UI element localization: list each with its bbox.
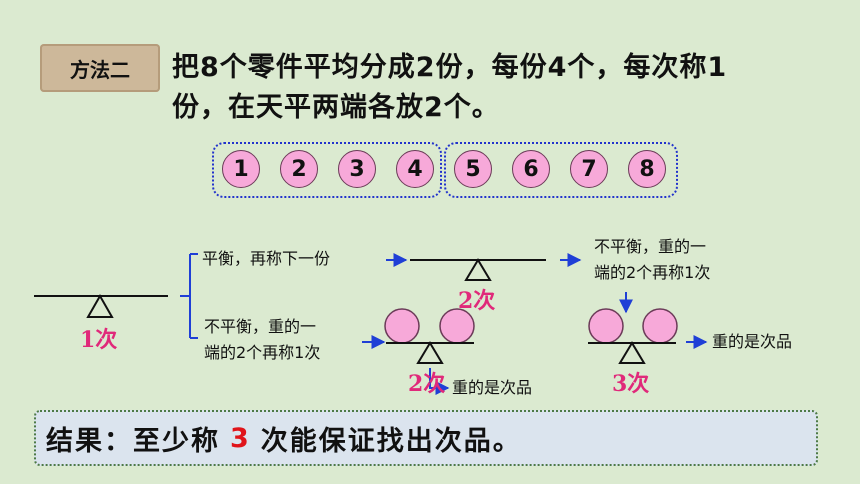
scale-second-bottom	[384, 308, 475, 364]
part-4: 4	[396, 150, 434, 188]
part-8: 8	[628, 150, 666, 188]
problem-line-1: 把8个零件平均分成2份，每份4个，每次称1	[172, 52, 728, 83]
part-7: 7	[570, 150, 608, 188]
arrow-to-defective-bottom	[429, 368, 450, 395]
problem-statement: 把8个零件平均分成2份，每份4个，每次称1 份，在天平两端各放2个。	[172, 48, 832, 128]
result-box: 结果：至少称 3 次能保证找出次品。	[34, 410, 818, 466]
label-second-weighing-top: 2次	[458, 288, 496, 314]
scale-first	[34, 293, 168, 318]
group-right-parts	[444, 142, 678, 198]
label-third-weighing: 3次	[612, 371, 650, 397]
branch-balanced-text: 平衡，再称下一份	[202, 249, 331, 268]
group-left-parts	[212, 142, 442, 198]
scale-third	[588, 308, 678, 364]
defective-bottom-text: 重的是次品	[452, 378, 533, 397]
branch-unbalanced-text-2: 端的2个再称1次	[204, 343, 321, 362]
part-3: 3	[338, 150, 376, 188]
result-number: 3	[230, 422, 251, 454]
right-unbalanced-text-2: 端的2个再称1次	[594, 263, 711, 282]
result-suffix: 次能保证找出次品。	[260, 425, 522, 457]
part-1: 1	[222, 150, 260, 188]
branch-unbalanced-text-1: 不平衡，重的一	[204, 317, 317, 336]
part-2: 2	[280, 150, 318, 188]
label-first-weighing: 1次	[80, 327, 118, 353]
result-prefix: 结果：至少称	[46, 425, 220, 457]
method-tag: 方法二	[40, 44, 160, 92]
problem-line-2: 份，在天平两端各放2个。	[172, 92, 500, 123]
part-6: 6	[512, 150, 550, 188]
label-second-weighing-bottom: 2次	[408, 371, 446, 397]
scale-second-top	[410, 258, 546, 281]
defective-right-text: 重的是次品	[712, 332, 793, 351]
right-unbalanced-text-1: 不平衡，重的一	[594, 237, 707, 256]
part-5: 5	[454, 150, 492, 188]
branch-bracket	[180, 253, 198, 339]
